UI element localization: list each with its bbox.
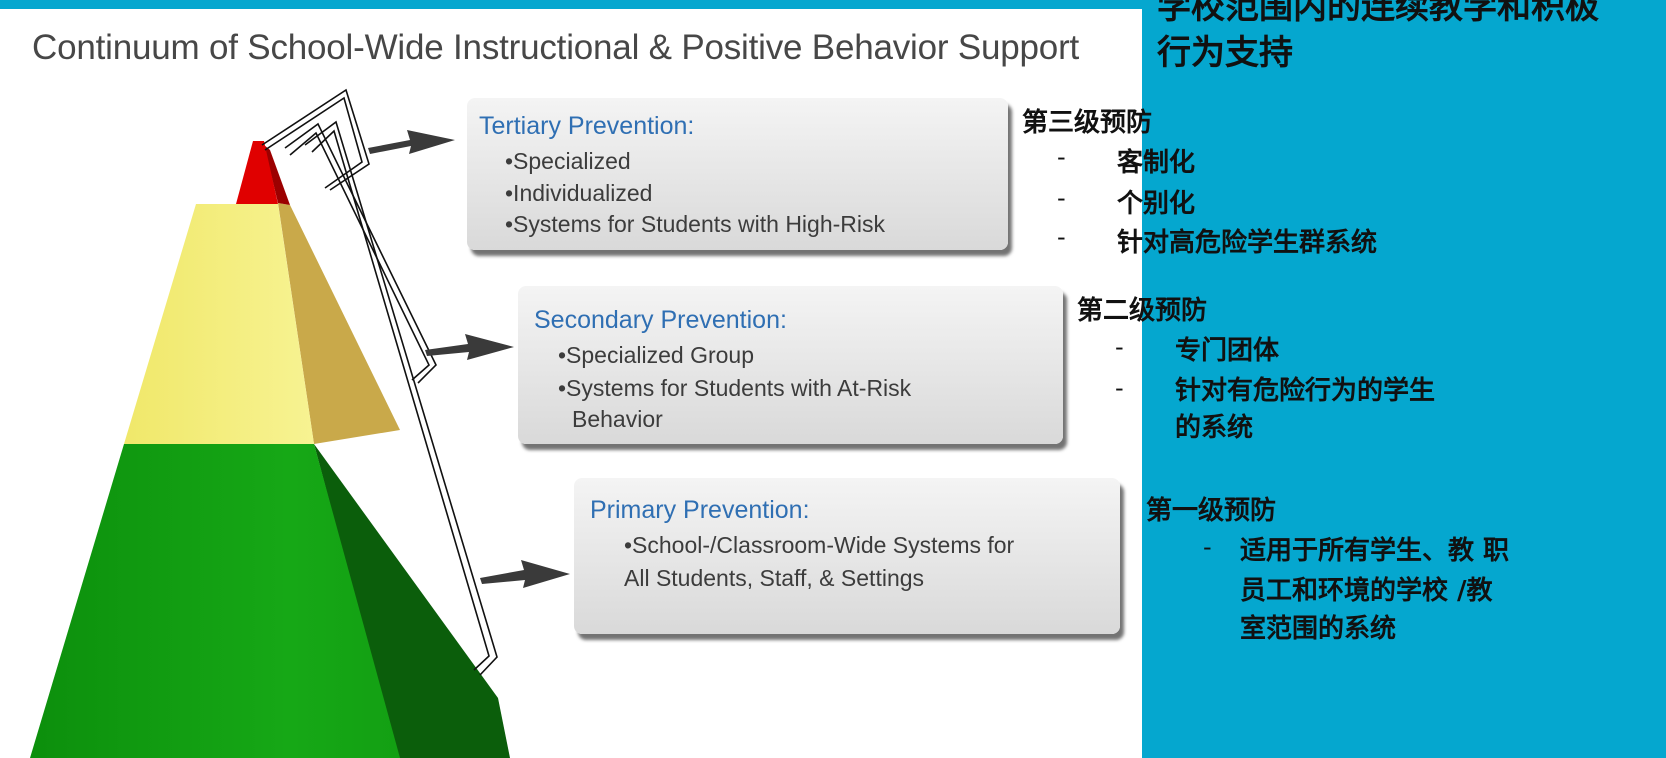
- chinese-secondary-item: 针对有危险行为的学生: [1175, 376, 1436, 406]
- pyramid-yellow-tier: [124, 204, 314, 444]
- primary-title: Primary Prevention:: [590, 496, 810, 524]
- chinese-tertiary-item: 针对高危险学生群系统: [1117, 228, 1378, 258]
- secondary-prevention-box: Secondary Prevention: •Specialized Group…: [518, 286, 1063, 444]
- chinese-title-line: 学校范围内的连续教学和积极: [1157, 0, 1599, 27]
- pyramid-red-tier: [236, 141, 278, 204]
- chinese-secondary-heading: 第二级预防: [1077, 296, 1208, 326]
- chinese-primary-item: 适用于所有学生、教 职: [1240, 536, 1510, 566]
- primary-item: All Students, Staff, & Settings: [624, 565, 925, 591]
- arrow-tertiary: [368, 130, 455, 154]
- pyramid-yellow-side: [278, 203, 400, 444]
- list-dash: -: [1203, 533, 1212, 561]
- arrow-secondary: [425, 334, 514, 360]
- tertiary-item: •Individualized: [505, 180, 653, 206]
- list-dash: -: [1115, 374, 1124, 402]
- list-dash: -: [1057, 223, 1066, 251]
- primary-item: •School-/Classroom-Wide Systems for: [624, 532, 1015, 558]
- bracket-primary: [304, 120, 498, 676]
- chinese-tertiary-heading: 第三级预防: [1022, 108, 1153, 138]
- list-dash: -: [1057, 184, 1066, 212]
- secondary-item: Behavior: [572, 406, 663, 432]
- pyramid-green-tier: [30, 444, 400, 758]
- list-dash: -: [1057, 143, 1066, 171]
- chinese-tertiary-item: 个别化: [1117, 189, 1196, 219]
- chinese-primary-item: 室范围的系统: [1240, 614, 1397, 644]
- chinese-secondary-item: 的系统: [1175, 413, 1254, 443]
- translation-panel-background: [1142, 0, 1666, 758]
- tertiary-title: Tertiary Prevention:: [479, 112, 695, 140]
- pyramid-green-side: [314, 444, 510, 758]
- secondary-item: •Systems for Students with At-Risk: [558, 375, 912, 401]
- list-dash: -: [1115, 333, 1124, 361]
- primary-prevention-box: Primary Prevention: •School-/Classroom-W…: [574, 478, 1120, 634]
- pyramid-red-side: [264, 145, 290, 205]
- pyramid-graphic: [30, 88, 570, 758]
- tertiary-item: •Systems for Students with High-Risk: [505, 211, 886, 237]
- chinese-title-line: 行为支持: [1157, 33, 1293, 73]
- arrow-primary: [480, 560, 570, 588]
- tertiary-item: •Specialized: [505, 148, 631, 174]
- bracket-secondary: [284, 122, 437, 384]
- tertiary-prevention-box: Tertiary Prevention: •Specialized •Indiv…: [467, 98, 1008, 250]
- chinese-tertiary-item: 客制化: [1117, 148, 1196, 178]
- secondary-title: Secondary Prevention:: [534, 306, 787, 334]
- secondary-item: •Specialized Group: [558, 342, 754, 368]
- chinese-primary-item: 员工和环境的学校 /教: [1240, 576, 1493, 606]
- top-band: [0, 0, 1666, 9]
- chinese-primary-heading: 第一级预防: [1146, 496, 1277, 526]
- chinese-secondary-item: 专门团体: [1175, 336, 1280, 366]
- diagram-title: Continuum of School-Wide Instructional &…: [32, 28, 1080, 67]
